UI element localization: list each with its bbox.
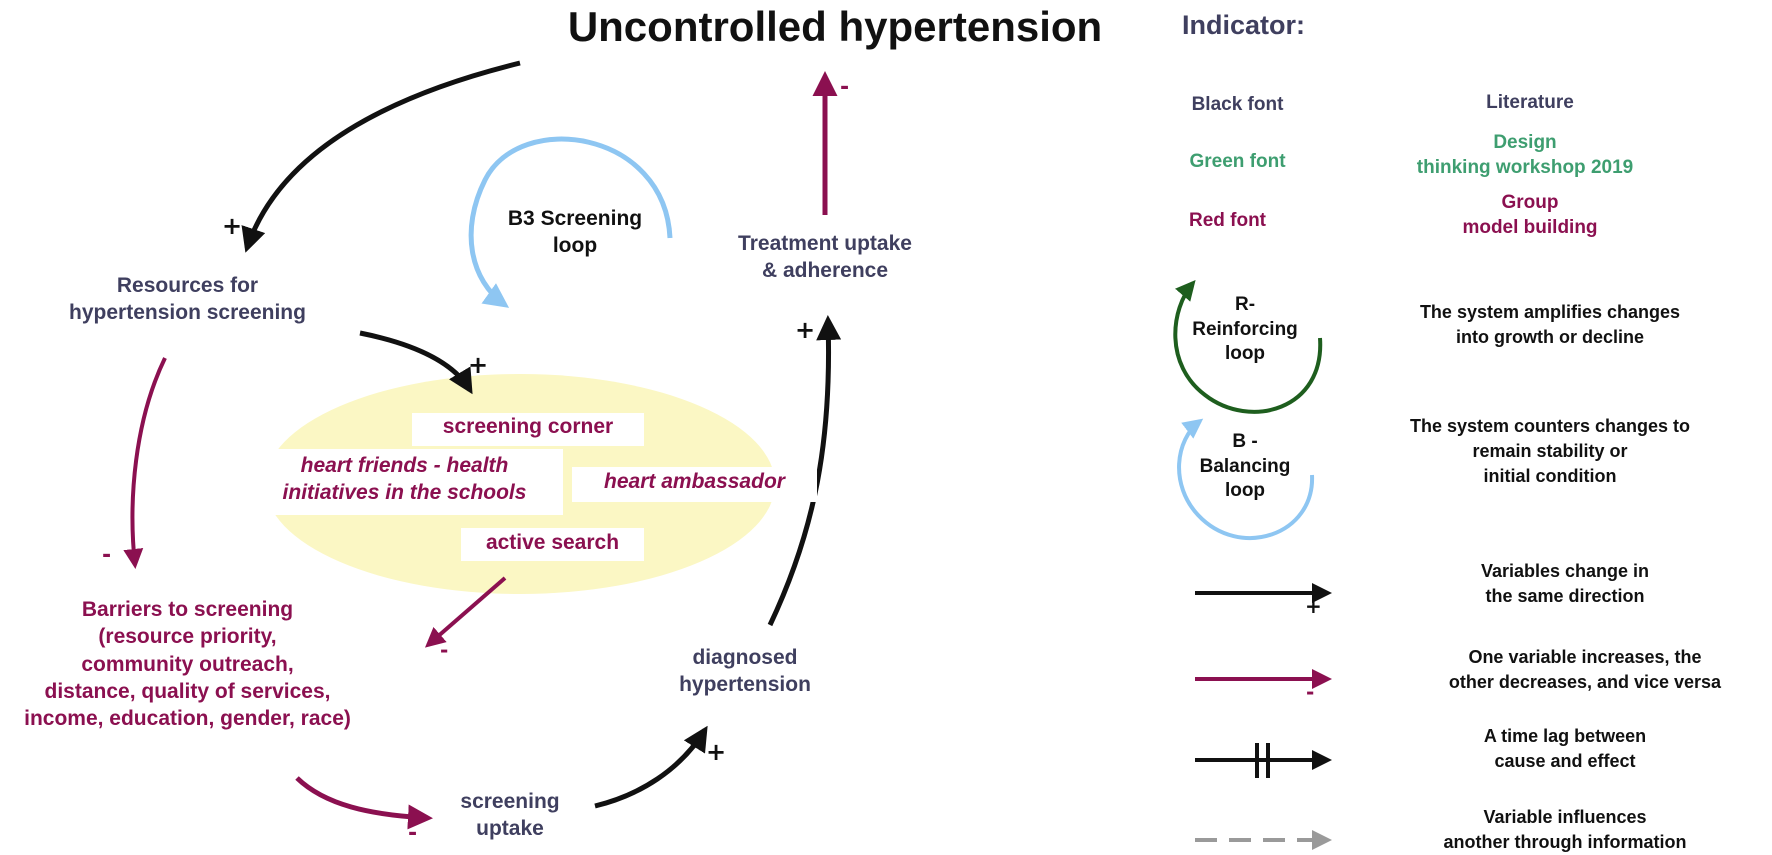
legend-positive-description: Variables change in the same direction [1400, 559, 1730, 609]
active-search-box [461, 528, 644, 561]
balancing-desc-line-3: initial condition [1483, 466, 1617, 487]
legend-literature-line-1: Literature [1486, 92, 1574, 113]
balancing-line-2: Balancing [1199, 455, 1291, 477]
node-barriers-line-4: distance, quality of services, [44, 679, 331, 703]
legend-balancing-loop-arc [1177, 418, 1315, 540]
legend-reinforcing-loop-label: R- Reinforcing loop [1175, 293, 1315, 367]
time-lag-desc-line-2: cause and effect [1494, 751, 1636, 772]
arrow-barriers-to-uptake [295, 776, 433, 830]
reinforcing-line-2: Reinforcing [1192, 318, 1298, 340]
legend-group-model: Group model building [1430, 191, 1630, 240]
diagram-title: Uncontrolled hypertension [567, 3, 1103, 50]
b3-loop-arc [468, 136, 673, 308]
sign-treatment-to-top: - [840, 75, 850, 100]
legend-reinforcing-description: The system amplifies changes into growth… [1385, 300, 1715, 350]
legend-group-line-2: model building [1462, 216, 1598, 238]
sign-interventions-to-barriers: - [440, 638, 449, 662]
reinforcing-desc-line-1: The system amplifies changes [1419, 302, 1681, 322]
sign-resources-to-barriers: - [102, 543, 112, 568]
sign-barriers-to-uptake: - [408, 821, 418, 846]
sign-uptake-to-diagnosed: + [706, 738, 727, 766]
legend-group-line-1: Group [1501, 192, 1559, 213]
node-resources-line-2: hypertension screening [69, 301, 306, 325]
arrow-interventions-to-barriers [424, 576, 507, 648]
arrow-resources-to-barriers [123, 357, 167, 569]
legend-time-lag-description: A time lag between cause and effect [1400, 724, 1730, 774]
node-diagnosed-hypertension: diagnosed hypertension [655, 644, 835, 699]
b3-screening-loop-label: B3 Screening loop [490, 205, 660, 260]
legend-design-thinking: Design thinking workshop 2019 [1390, 131, 1660, 180]
balancing-desc-line-1: The system counters changes to [1409, 416, 1691, 436]
reinforcing-line-1: R- [1234, 294, 1256, 315]
legend-red-font: Red font [1188, 210, 1267, 231]
node-uptake-line-2: uptake [476, 817, 544, 841]
node-barriers-line-1: Barriers to screening [81, 598, 294, 621]
legend-negative-description: One variable increases, the other decrea… [1405, 645, 1765, 695]
heart-ambassador-box [572, 467, 817, 502]
arrow-resources-to-interventions [359, 330, 473, 395]
reinforcing-line-3: loop [1224, 343, 1266, 365]
b3-loop-line-1: B3 Screening [507, 207, 643, 230]
node-diagnosed-line-1: diagnosed [692, 646, 798, 669]
legend-positive-sign: + [1305, 594, 1322, 618]
sign-diagnosed-to-treatment: + [795, 316, 816, 344]
legend-balancing-description: The system counters changes to remain st… [1385, 414, 1715, 490]
node-treatment-uptake: Treatment uptake & adherence [715, 230, 935, 285]
sign-resources-to-interventions: + [468, 351, 489, 379]
negative-desc-line-2: other decreases, and vice versa [1448, 672, 1722, 693]
sign-top-to-resources: + [222, 212, 243, 240]
legend-reinforcing-loop-arc [1173, 279, 1323, 414]
node-barriers-line-2: (resource priority, [98, 625, 277, 649]
legend-negative-sign: - [1306, 680, 1315, 704]
time-lag-desc-line-1: A time lag between [1483, 726, 1647, 746]
legend-information-description: Variable influences another through info… [1400, 805, 1730, 855]
intervention-heart-ambassador: heart ambassador [604, 470, 785, 493]
heart-friends-box [258, 449, 563, 515]
reinforcing-desc-line-2: into growth or decline [1456, 327, 1644, 348]
node-resources-line-1: Resources for [116, 274, 259, 297]
intervention-active-search: active search [485, 531, 620, 554]
node-diagnosed-line-2: hypertension [679, 673, 811, 697]
node-barriers-to-screening: Barriers to screening (resource priority… [0, 596, 375, 732]
intervention-screening-corner: screening corner [442, 415, 614, 438]
intervention-heart-friends: heart friends - health initiatives in th… [252, 452, 557, 507]
information-desc-line-1: Variable influences [1483, 807, 1647, 827]
legend-black-font: Black font [1191, 94, 1284, 115]
node-screening-uptake: screening uptake [430, 788, 590, 843]
node-uptake-line-1: screening [460, 790, 560, 813]
information-desc-line-2: another through information [1443, 832, 1687, 853]
heart-friends-line-1: heart friends - health [300, 454, 509, 477]
node-treatment-line-1: Treatment uptake [738, 232, 912, 255]
arrow-diagnosed-to-treatment [767, 315, 842, 627]
node-resources-for-screening: Resources for hypertension screening [40, 272, 335, 327]
legend-design-line-1: Design [1493, 132, 1557, 153]
positive-desc-line-2: the same direction [1485, 586, 1645, 607]
legend-green-font: Green font [1189, 151, 1286, 172]
node-barriers-line-5: income, education, gender, race) [24, 707, 351, 731]
arrow-top-to-resources [241, 60, 521, 253]
balancing-line-1: B - [1232, 431, 1258, 452]
balancing-line-3: loop [1224, 480, 1266, 502]
positive-desc-line-1: Variables change in [1480, 561, 1650, 581]
legend-design-line-2: thinking workshop 2019 [1416, 156, 1634, 178]
heart-friends-line-2: initiatives in the schools [282, 481, 527, 505]
legend-literature: Literature [1440, 91, 1620, 116]
indicator-heading: Indicator: [1182, 10, 1306, 40]
node-treatment-line-2: & adherence [761, 259, 889, 283]
negative-desc-line-1: One variable increases, the [1468, 647, 1702, 667]
arrow-uptake-to-diagnosed [594, 725, 708, 809]
screening-corner-box [412, 413, 644, 446]
b3-loop-line-2: loop [552, 234, 598, 258]
node-barriers-line-3: community outreach, [81, 652, 294, 676]
balancing-desc-line-2: remain stability or [1472, 441, 1628, 462]
legend-balancing-loop-label: B - Balancing loop [1180, 430, 1310, 504]
